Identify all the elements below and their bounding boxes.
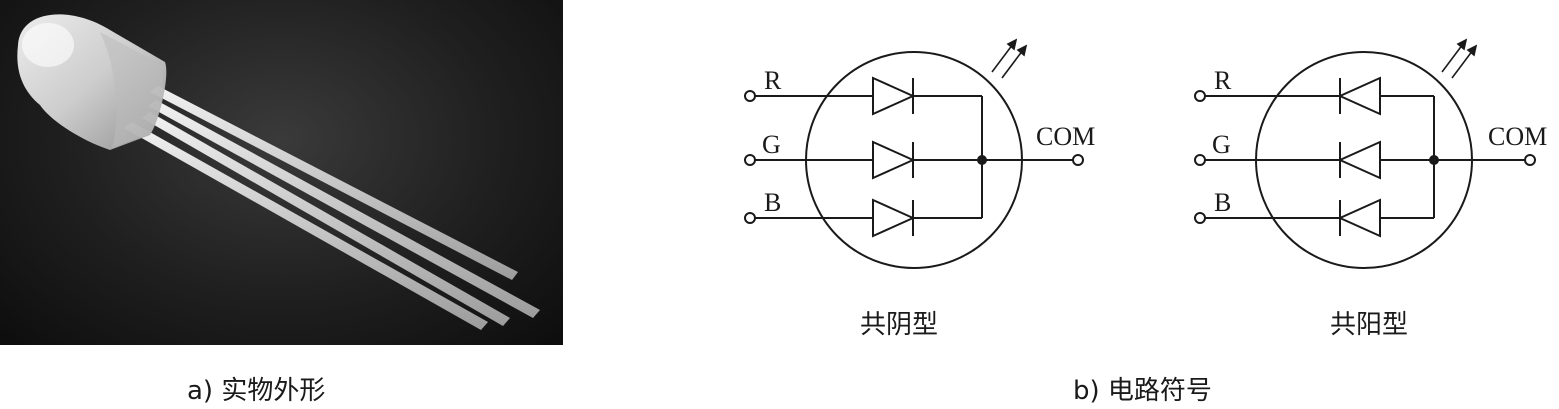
rgb-led-illustration [17,14,540,330]
junction-dot [977,155,987,165]
common-anode-label: 共阳型 [1330,310,1409,340]
pin-label-b: B [764,188,782,217]
diode-b [1337,198,1381,238]
diode-g [872,140,916,180]
caption-physical-appearance: a) 实物外形 [187,376,326,406]
light-emission-arrows [991,38,1028,79]
terminal-com [1072,154,1084,166]
terminal-r [744,90,756,102]
diode-b [872,198,916,238]
diode-r [1337,76,1381,116]
circuit-common-anode: R G B COM 共阳型 [1180,0,1559,340]
terminal-g [1194,154,1206,166]
diode-g [1337,140,1381,180]
terminal-com [1524,154,1536,166]
pin-label-b: B [1214,188,1232,217]
terminal-b [1194,212,1206,224]
terminal-g [744,154,756,166]
common-cathode-label: 共阴型 [860,310,939,340]
common-anode-schematic [1194,38,1536,269]
pin-label-r: R [1214,66,1232,95]
com-label: COM [1036,122,1096,151]
caption-circuit-symbol: b) 电路符号 [1073,376,1212,406]
pin-label-r: R [764,66,782,95]
light-emission-arrows [1441,38,1478,79]
terminal-b [744,212,756,224]
terminal-r [1194,90,1206,102]
junction-dot [1429,155,1439,165]
pin-label-g: G [1212,130,1231,159]
rgb-led-photo [0,0,563,345]
pin-label-g: G [762,130,781,159]
diode-r [872,76,916,116]
common-cathode-schematic [744,38,1084,269]
circuit-common-cathode: R G B COM 共阴型 [730,0,1130,340]
com-label: COM [1488,122,1548,151]
